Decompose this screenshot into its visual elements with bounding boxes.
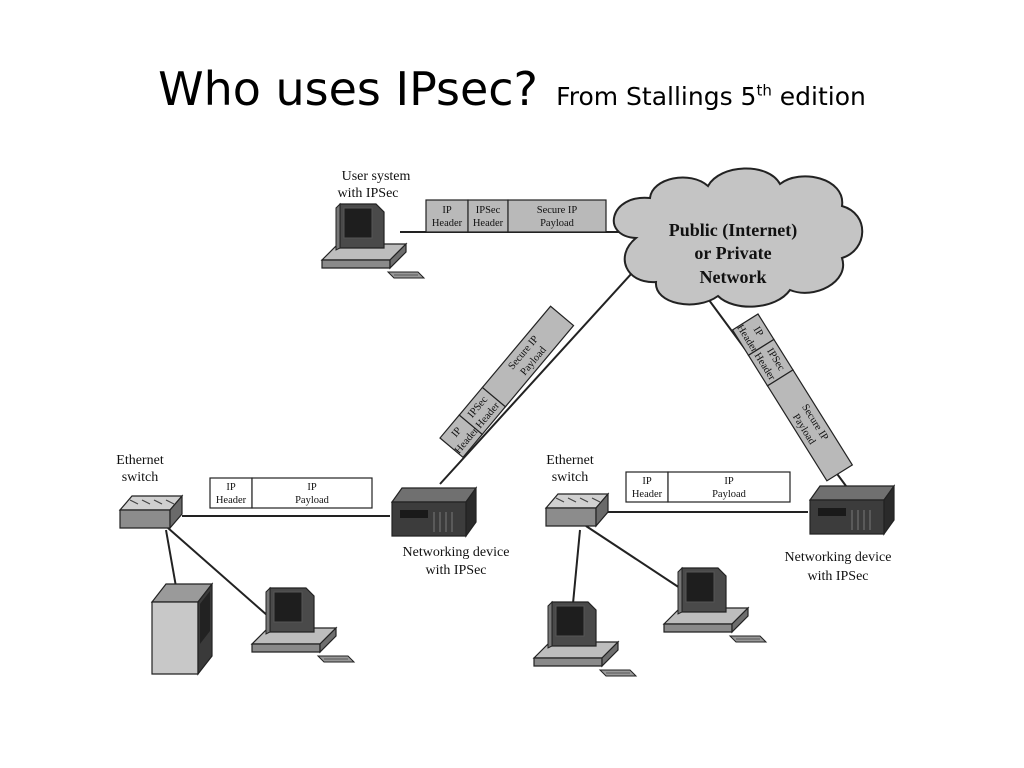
packet-payload-cell <box>481 305 575 408</box>
ip-packet-header-line1: IP <box>226 482 235 493</box>
ip-packet-header-line1: IP <box>642 476 651 487</box>
cloud-label-line1: Public (Internet) <box>669 220 797 241</box>
ipsec-header-line1: IPSec <box>476 205 501 216</box>
left-server-icon <box>151 583 213 675</box>
ipsec-header-line2: Header <box>473 218 504 229</box>
link-left-switch-to-pc <box>167 527 269 617</box>
left-lan-computer-icon <box>251 587 355 663</box>
ip-packet-payload-line2: Payload <box>295 495 330 506</box>
packet-payload-cell <box>667 471 791 503</box>
left-netdev-label-line2: with IPSec <box>425 563 486 578</box>
right-ip-packet: IP Header IP Payload <box>625 471 791 503</box>
right-switch-label-line1: Ethernet <box>546 453 594 468</box>
user-ipsec-packet: IP Header IPSec Header Secure IP Payload <box>425 199 607 233</box>
packet-payload-cell <box>766 369 854 482</box>
packet-header-cell <box>625 471 669 503</box>
left-ethernet-switch-icon <box>119 495 183 529</box>
ip-header-line2: Header <box>432 218 463 229</box>
right-netdev-label-line1: Networking device <box>785 550 892 565</box>
right-link-ipsec-packet: IP Header IPSec Header Secure IP Payload <box>731 313 854 482</box>
link-right-switch-to-pc-left <box>571 529 581 615</box>
left-netdev-label-line1: Networking device <box>403 545 510 560</box>
user-system-label-line1: User system <box>342 169 411 184</box>
cloud-label-line3: Network <box>700 267 767 287</box>
payload-line2: Payload <box>540 218 575 229</box>
user-system-label-line2: with IPSec <box>337 186 398 201</box>
subtitle-suffix: edition <box>771 82 866 111</box>
packet-header-cell <box>209 477 253 509</box>
ip-packet-header-line2: Header <box>216 495 247 506</box>
packet-payload-cell <box>251 477 373 509</box>
packet-payload-cell <box>507 199 607 233</box>
title-subtitle: From Stallings 5th edition <box>556 82 866 111</box>
packet-ip-header-cell <box>425 199 469 233</box>
title-main: Who uses IPsec? <box>158 62 538 116</box>
link-cloud-to-left-router <box>439 261 643 485</box>
left-link-ipsec-packet: IP Header IPSec Header Secure IP Payload <box>439 305 575 459</box>
slide-title: Who uses IPsec? From Stallings 5th editi… <box>0 62 1024 116</box>
left-switch-label-line2: switch <box>122 470 159 485</box>
right-netdev-label-line2: with IPSec <box>807 569 868 584</box>
cloud-network: Public (Internet) or Private Network <box>612 167 864 308</box>
user-system-computer-icon <box>321 203 425 279</box>
ip-packet-payload-line1: IP <box>724 476 733 487</box>
left-ip-packet: IP Header IP Payload <box>209 477 373 509</box>
subtitle-superscript: th <box>756 81 772 100</box>
subtitle-prefix: From Stallings 5 <box>556 82 757 111</box>
left-networking-device-icon <box>391 487 477 537</box>
ip-packet-header-line2: Header <box>632 489 663 500</box>
payload-line1: Secure IP <box>537 205 578 216</box>
right-switch-label-line2: switch <box>552 470 589 485</box>
right-lan-computer-icon-right <box>663 567 767 643</box>
link-right-switch-to-pc-right <box>585 525 687 593</box>
ip-header-line1: IP <box>442 205 451 216</box>
ip-packet-payload-line2: Payload <box>712 489 747 500</box>
right-networking-device-icon <box>809 485 895 535</box>
cloud-label-line2: or Private <box>694 243 771 263</box>
ip-packet-payload-line1: IP <box>307 482 316 493</box>
right-lan-computer-icon-left <box>533 601 637 677</box>
left-switch-label-line1: Ethernet <box>116 453 164 468</box>
right-ethernet-switch-icon <box>545 493 609 527</box>
cloud-shape <box>612 167 864 308</box>
